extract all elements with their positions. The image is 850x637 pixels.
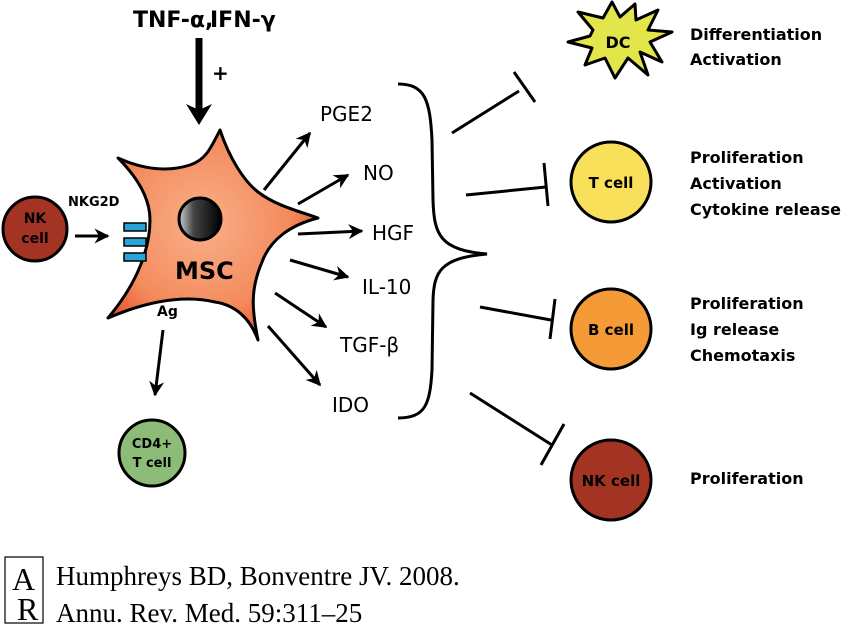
stimulus-arrow-head [186, 104, 212, 125]
factor-arrows [262, 131, 364, 387]
tnf-alpha-label: TNF-α, [133, 8, 213, 33]
msc-nucleus [177, 196, 223, 242]
nk-cell-left-line2: cell [21, 231, 48, 247]
nkcell-effect-1: Proliferation [690, 469, 804, 488]
dc-label: DC [605, 33, 630, 52]
citation: A R Humphreys BD, Bonventre JV. 2008. An… [4, 556, 460, 628]
nk-cell-left: NK cell NKG2D [1, 195, 120, 263]
arrow-pge2 [262, 131, 312, 191]
factor-il10: IL-10 [362, 275, 411, 299]
antigen-label: Ag [157, 304, 178, 320]
nk-cell-left-circle [1, 195, 69, 263]
nkg2d-label: NKG2D [68, 195, 120, 210]
nk-cell-right-label: NK cell [582, 472, 641, 490]
inhibit-dc [451, 89, 520, 135]
tcell-effect-1: Proliferation [690, 148, 804, 167]
factor-pge2: PGE2 [320, 102, 373, 126]
effect-labels: Differentiation Activation Proliferation… [690, 25, 841, 488]
stimulus-sign: + [212, 61, 229, 85]
publisher-logo-frame [4, 556, 44, 624]
inhibit-bcell-bar [548, 298, 557, 340]
inhibit-tcell [465, 185, 547, 197]
bcell-effect-1: Proliferation [690, 294, 804, 313]
nkg2d-receptor-1 [123, 222, 147, 232]
nk-cell-left-line1: NK [24, 211, 48, 227]
cd4-line2: T cell [133, 456, 172, 471]
arrow-hgf [297, 224, 364, 240]
nkg2d-receptor-3 [123, 252, 147, 262]
publisher-logo-letter-a: A [12, 561, 35, 597]
tcell-effect-2: Activation [690, 174, 782, 193]
inhibit-nkcell [469, 391, 553, 447]
factor-ido: IDO [332, 393, 369, 417]
inhibit-dc-bar [512, 71, 537, 103]
t-cell-circle [569, 140, 653, 224]
t-cell-label: T cell [589, 174, 634, 192]
cd4-line1: CD4+ [132, 437, 172, 452]
factor-no: NO [363, 161, 394, 185]
inhibit-bcell [479, 305, 552, 322]
stimulus-group: TNF-α, IFN-γ + [133, 8, 276, 125]
arrow-ido [266, 325, 322, 387]
citation-line1: Humphreys BD, Bonventre JV. 2008. [56, 561, 460, 591]
target-t-cell: T cell [569, 140, 653, 224]
publisher-logo-letter-r: R [17, 591, 39, 627]
b-cell-label: B cell [588, 321, 634, 339]
dc-effect-2: Activation [690, 50, 782, 69]
factor-hgf: HGF [372, 221, 414, 245]
cd4-circle [117, 418, 187, 488]
inhibit-nkcell-bar [539, 423, 566, 466]
arrow-tgfb [274, 291, 328, 329]
nk-cell-right-circle [569, 438, 653, 522]
ifn-gamma-label: IFN-γ [210, 8, 276, 33]
inhibit-tcell-bar [542, 162, 550, 207]
b-cell-circle [569, 287, 653, 371]
msc-label: MSC [175, 257, 234, 285]
antigen-to-cd4-arrow [149, 329, 165, 397]
dc-cell-shape [566, 0, 674, 80]
arrow-il10 [289, 258, 350, 281]
factor-tgfb: TGF-β [339, 333, 399, 357]
bcell-effect-3: Chemotaxis [690, 346, 795, 365]
inhibition-lines [451, 71, 566, 466]
nkg2d-receptor-2 [123, 237, 147, 247]
cd4-t-cell: CD4+ T cell [117, 329, 187, 488]
msc-cell: MSC Ag [106, 128, 320, 342]
tcell-effect-3: Cytokine release [690, 200, 841, 219]
target-b-cell: B cell [569, 287, 653, 371]
target-nk-cell: NK cell [569, 438, 653, 522]
curly-brace [397, 82, 488, 420]
arrow-no [297, 173, 350, 206]
dc-effect-1: Differentiation [690, 25, 822, 44]
target-dc: DC [566, 0, 674, 80]
citation-line2: Annu. Rev. Med. 59:311–25 [56, 598, 362, 628]
factor-labels: PGE2 NO HGF IL-10 TGF-β IDO [320, 102, 414, 417]
bcell-effect-2: Ig release [690, 320, 779, 339]
